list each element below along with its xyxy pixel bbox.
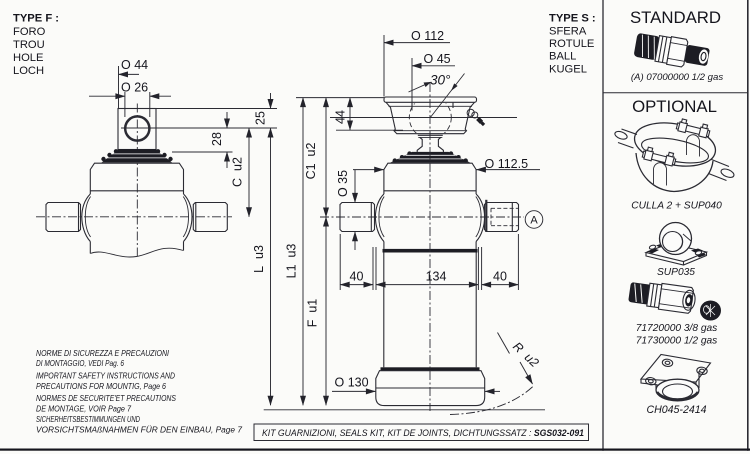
- svg-text:(A) 07000000 1/2 gas: (A) 07000000 1/2 gas: [631, 72, 723, 83]
- svg-text:BALL: BALL: [549, 51, 576, 63]
- svg-text:28: 28: [210, 132, 224, 146]
- svg-text:KUGEL: KUGEL: [549, 63, 587, 75]
- svg-text:A: A: [530, 215, 538, 227]
- svg-text:FORO: FORO: [13, 26, 46, 38]
- svg-text:LOCH: LOCH: [13, 65, 44, 77]
- svg-text:71730000 1/2 gas: 71730000 1/2 gas: [636, 336, 718, 347]
- svg-text:L u3: L u3: [252, 245, 266, 273]
- svg-text:O 112.5: O 112.5: [485, 157, 529, 171]
- svg-text:O 44: O 44: [121, 58, 148, 72]
- svg-text:DI MONTAGGIO, VEDI Pag. 6: DI MONTAGGIO, VEDI Pag. 6: [36, 358, 124, 368]
- svg-text:ROTULE: ROTULE: [549, 38, 594, 50]
- svg-text:HOLE: HOLE: [13, 52, 43, 64]
- svg-text:CH045-2414: CH045-2414: [646, 404, 706, 416]
- svg-text:NORMES DE SECURITE'ET PRECAUTI: NORMES DE SECURITE'ET PRECAUTIONS: [36, 393, 176, 403]
- svg-text:SICHERHEITSBESTIMMUNGEN UND: SICHERHEITSBESTIMMUNGEN UND: [36, 414, 140, 424]
- svg-text:30°: 30°: [430, 73, 451, 88]
- svg-text:O 45: O 45: [424, 52, 451, 66]
- svg-text:NORME DI SICUREZZA E PRECAUZIO: NORME DI SICUREZZA E PRECAUZIONI: [36, 348, 170, 358]
- svg-text:F u1: F u1: [306, 299, 320, 328]
- svg-text:SFERA: SFERA: [549, 25, 587, 37]
- svg-text:40: 40: [493, 270, 507, 284]
- svg-text:C u2: C u2: [231, 157, 245, 187]
- svg-text:CULLA 2 + SUP040: CULLA 2 + SUP040: [631, 201, 722, 212]
- svg-text:C1 u2: C1 u2: [304, 143, 318, 180]
- svg-text:O 112: O 112: [411, 29, 444, 43]
- svg-text:44: 44: [334, 110, 348, 124]
- svg-text:R u2: R u2: [510, 339, 541, 370]
- svg-text:OPTIONAL: OPTIONAL: [632, 97, 717, 116]
- svg-text:L1 u3: L1 u3: [285, 244, 299, 279]
- svg-text:KIT GUARNIZIONI, SEALS KIT, KI: KIT GUARNIZIONI, SEALS KIT, KIT DE JOINT…: [262, 427, 584, 438]
- svg-text:25: 25: [254, 111, 268, 125]
- svg-text:STANDARD: STANDARD: [630, 8, 721, 27]
- svg-text:O 130: O 130: [335, 376, 369, 390]
- svg-text:TYPE F :: TYPE F :: [13, 13, 59, 25]
- svg-text:TYPE S :: TYPE S :: [549, 13, 596, 25]
- svg-text:IMPORTANT SAFETY INSTRUCTIONS: IMPORTANT SAFETY INSTRUCTIONS AND: [36, 370, 175, 380]
- svg-text:O 35: O 35: [336, 170, 350, 197]
- svg-text:134: 134: [426, 270, 447, 284]
- svg-text:O 26: O 26: [121, 81, 148, 95]
- svg-text:VORSICHTSMAßNAHMEN FÜR DEN EI: VORSICHTSMAßNAHMEN FÜR DEN EINBAU, Page …: [36, 425, 242, 435]
- svg-text:40: 40: [350, 270, 364, 284]
- svg-text:DE MONTAGE, VOIR Page 7: DE MONTAGE, VOIR Page 7: [36, 403, 131, 413]
- svg-text:SUP035: SUP035: [657, 267, 695, 278]
- svg-text:TROU: TROU: [13, 39, 45, 51]
- svg-text:PRECAUTIONS FOR MOUNTIG, Page: PRECAUTIONS FOR MOUNTIG, Page 6: [36, 381, 166, 391]
- svg-text:71720000 3/8 gas: 71720000 3/8 gas: [636, 323, 718, 334]
